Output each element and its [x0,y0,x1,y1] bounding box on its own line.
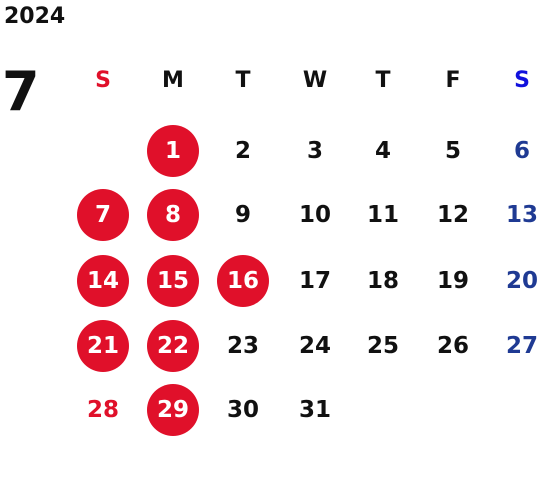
day-cell[interactable]: 13 [495,188,548,242]
day-number: 7 [94,201,111,228]
day-number: 13 [505,201,538,228]
weekday-header: F [445,68,461,93]
day-number: 8 [164,201,181,228]
weekday-header: W [302,68,328,93]
day-number: 3 [306,137,323,164]
weekday-header: M [162,68,184,93]
day-number: 23 [226,332,259,359]
day-cell[interactable]: 15 [146,254,200,308]
day-number: 21 [86,332,119,359]
day-cell[interactable]: 1 [146,124,200,178]
calendar-year: 2024 [4,4,66,29]
weekday-header: S [95,68,111,93]
day-number: 16 [226,267,259,294]
day-number: 24 [298,332,331,359]
day-cell[interactable]: 31 [288,383,342,437]
day-cell[interactable]: 14 [76,254,130,308]
day-number: 14 [86,267,119,294]
day-number: 20 [505,267,538,294]
day-cell[interactable]: 20 [495,254,548,308]
day-number: 19 [436,267,469,294]
day-cell[interactable]: 22 [146,319,200,373]
day-number: 4 [374,137,391,164]
weekday-header: T [235,68,251,93]
day-number: 26 [436,332,469,359]
day-cell[interactable]: 2 [216,124,270,178]
day-number: 27 [505,332,538,359]
day-number: 15 [156,267,189,294]
day-cell[interactable]: 6 [495,124,548,178]
calendar-month: 7 [2,60,40,123]
day-cell[interactable]: 7 [76,188,130,242]
day-cell[interactable]: 9 [216,188,270,242]
day-cell[interactable]: 21 [76,319,130,373]
day-cell[interactable]: 19 [426,254,480,308]
day-number: 28 [86,396,119,423]
day-cell[interactable]: 23 [216,319,270,373]
day-cell[interactable]: 12 [426,188,480,242]
day-number: 12 [436,201,469,228]
weekday-header: S [514,68,530,93]
day-cell[interactable]: 29 [146,383,200,437]
day-number: 2 [234,137,251,164]
day-cell[interactable]: 16 [216,254,270,308]
day-number: 1 [164,137,181,164]
day-cell[interactable]: 18 [356,254,410,308]
day-cell[interactable]: 3 [288,124,342,178]
day-cell[interactable]: 17 [288,254,342,308]
day-cell[interactable]: 30 [216,383,270,437]
day-number: 18 [366,267,399,294]
day-cell[interactable]: 11 [356,188,410,242]
day-number: 17 [298,267,331,294]
weekday-header: T [375,68,391,93]
day-number: 25 [366,332,399,359]
day-number: 11 [366,201,399,228]
day-number: 10 [298,201,331,228]
day-cell[interactable]: 28 [76,383,130,437]
day-cell[interactable]: 8 [146,188,200,242]
day-cell[interactable]: 24 [288,319,342,373]
day-cell[interactable]: 27 [495,319,548,373]
day-cell[interactable]: 25 [356,319,410,373]
day-number: 22 [156,332,189,359]
day-cell[interactable]: 4 [356,124,410,178]
day-cell[interactable]: 5 [426,124,480,178]
day-number: 9 [234,201,251,228]
day-number: 31 [298,396,331,423]
day-number: 29 [156,396,189,423]
day-number: 30 [226,396,259,423]
day-number: 6 [513,137,530,164]
day-number: 5 [444,137,461,164]
day-cell[interactable]: 26 [426,319,480,373]
day-cell[interactable]: 10 [288,188,342,242]
